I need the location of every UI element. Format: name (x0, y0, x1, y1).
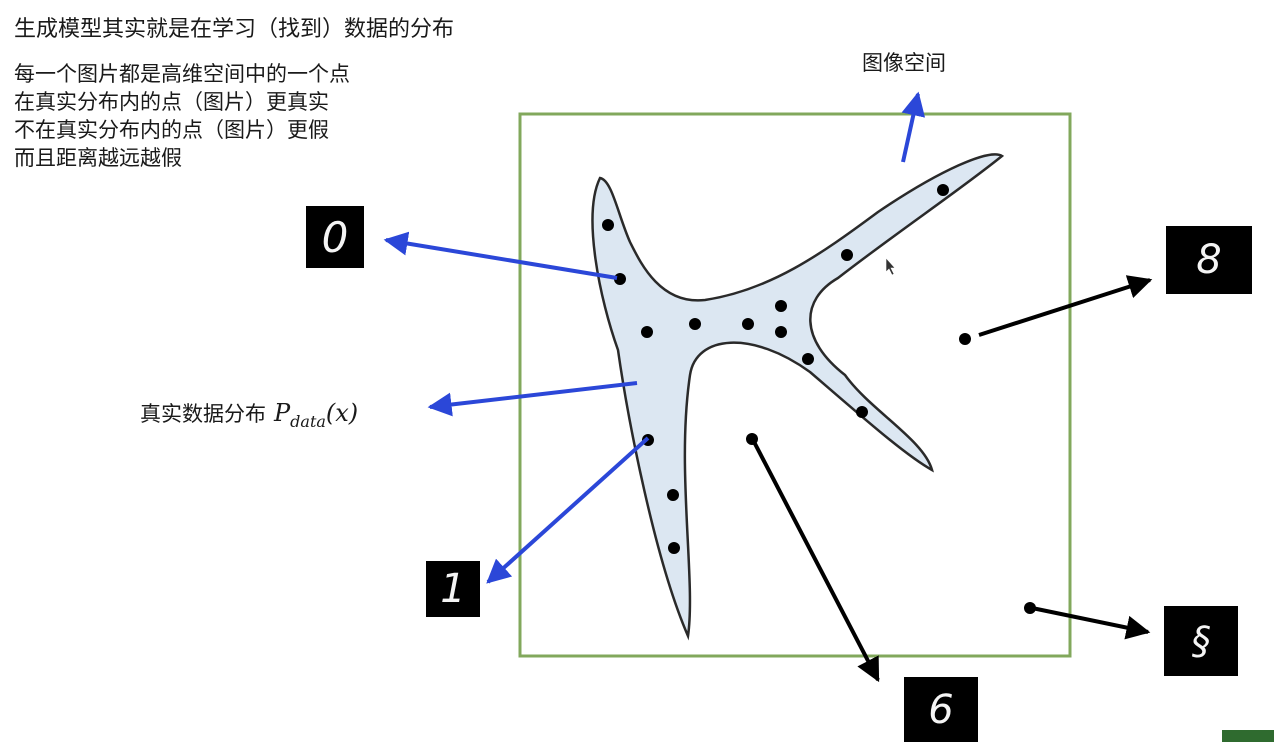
distribution-symbol: Pdata(x) (274, 399, 359, 431)
digit-glyph: 0 (321, 212, 349, 262)
arrow-to-digit-zero (383, 231, 618, 280)
digit-glyph: 6 (928, 686, 954, 733)
digit-image-eight: 8 (1166, 226, 1252, 294)
sample-points (602, 184, 1036, 614)
mouse-cursor-icon (885, 257, 896, 276)
note-item: 不在真实分布内的点（图片）更假 (14, 118, 329, 142)
real-sample-point (602, 219, 614, 231)
fake-sample-point (959, 333, 971, 345)
image-space-label: 图像空间 (862, 51, 946, 75)
real-sample-point (856, 406, 868, 418)
note-item: 每一个图片都是高维空间中的一个点 (14, 62, 350, 86)
digit-image-one: 1 (426, 561, 480, 617)
corner-mark (1222, 730, 1274, 742)
real-distribution-region (591, 153, 1005, 641)
digit-image-six: 6 (904, 677, 978, 742)
symbol-base: P (274, 399, 291, 427)
digit-glyph: § (1191, 619, 1211, 663)
real-sample-point (641, 326, 653, 338)
arrow-to-digit-six (750, 437, 880, 683)
arrow-to-digit-one (486, 436, 650, 584)
digit-glyph: 8 (1196, 237, 1222, 283)
arrow-to-distribution-label (427, 381, 638, 417)
real-sample-point (775, 300, 787, 312)
symbol-argument: (x) (325, 399, 359, 427)
real-sample-point (667, 489, 679, 501)
distribution-label: 真实数据分布 Pdata(x) (140, 396, 358, 439)
slide-title: 生成模型其实就是在学习（找到）数据的分布 (14, 17, 455, 42)
real-sample-point (775, 326, 787, 338)
real-sample-point (668, 542, 680, 554)
real-sample-point (742, 318, 754, 330)
note-item: 而且距离越远越假 (14, 146, 182, 170)
arrow-to-digit-noise (1031, 606, 1151, 640)
symbol-subscript: data (290, 411, 326, 431)
real-sample-point (802, 353, 814, 365)
real-sample-point (937, 184, 949, 196)
image-space-box (518, 112, 1072, 658)
arrow-to-space-label (901, 91, 926, 163)
real-sample-point (841, 249, 853, 261)
digit-image-zero: 0 (306, 206, 364, 268)
arrow-to-digit-eight (978, 275, 1153, 337)
notes-list: 每一个图片都是高维空间中的一个点 在真实分布内的点（图片）更真实 不在真实分布内… (14, 60, 350, 172)
real-sample-point (689, 318, 701, 330)
digit-image-noise: § (1164, 606, 1238, 676)
digit-glyph: 1 (440, 566, 466, 612)
note-item: 在真实分布内的点（图片）更真实 (14, 90, 329, 114)
fake-sample-point (1024, 602, 1036, 614)
distribution-label-text: 真实数据分布 (140, 402, 266, 426)
